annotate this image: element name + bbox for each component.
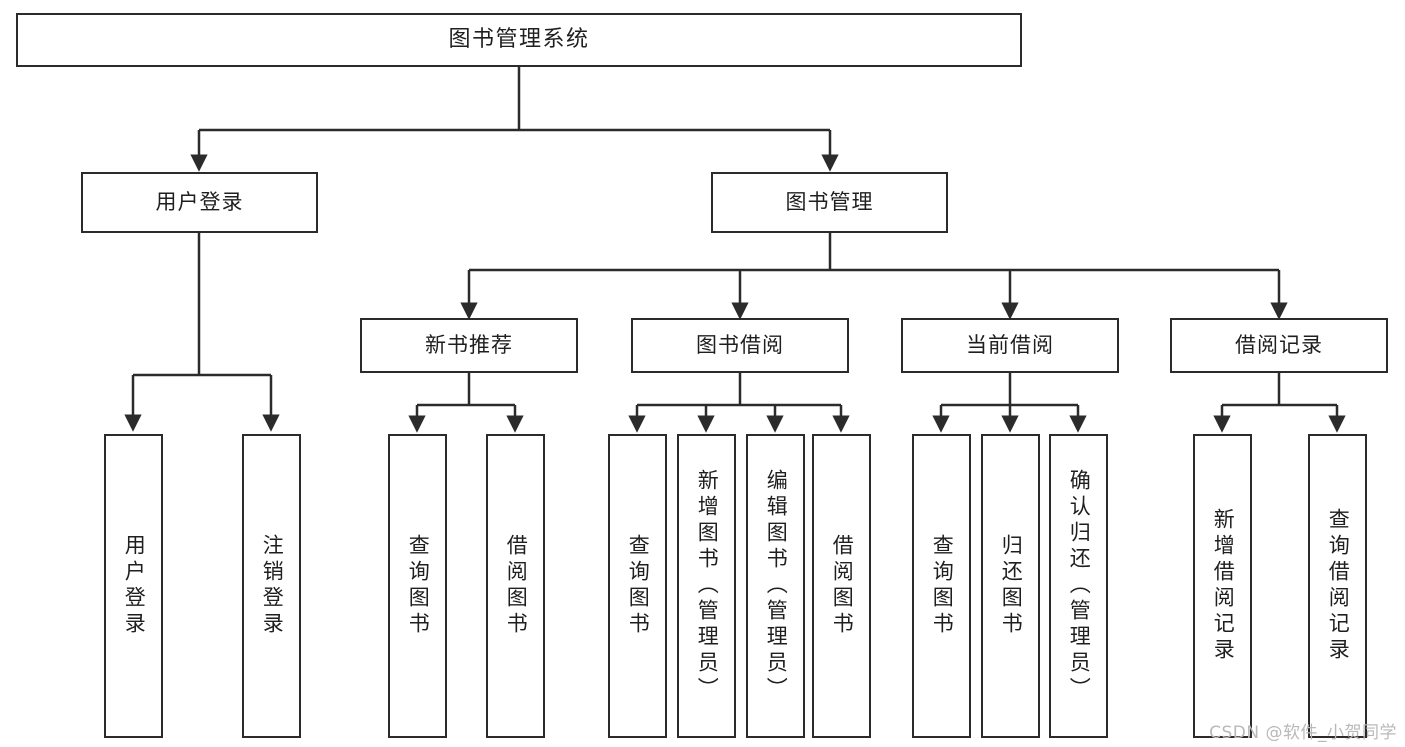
- node-label: 查询图书: [406, 534, 431, 638]
- node-leaf-query-record[interactable]: 查询借阅记录: [1308, 434, 1367, 738]
- node-borrow-record[interactable]: 借阅记录: [1170, 318, 1388, 373]
- node-leaf-query-book-1[interactable]: 查询图书: [388, 434, 447, 738]
- node-label: 查询借阅记录: [1326, 508, 1351, 664]
- node-root-system[interactable]: 图书管理系统: [16, 13, 1022, 67]
- node-leaf-user-login[interactable]: 用户登录: [104, 434, 163, 738]
- node-label: 查询图书: [930, 534, 955, 638]
- node-leaf-logout-login[interactable]: 注销登录: [242, 434, 301, 738]
- node-book-borrow[interactable]: 图书借阅: [631, 318, 849, 373]
- csdn-watermark: CSDN @软件_小贺同学: [1209, 723, 1397, 743]
- node-leaf-confirm-return[interactable]: 确认归还（管理员）: [1049, 434, 1108, 738]
- node-label: 注销登录: [260, 534, 285, 638]
- node-label: 图书借阅: [696, 332, 784, 357]
- node-label: 借阅图书: [830, 534, 855, 638]
- node-current-borrow[interactable]: 当前借阅: [901, 318, 1119, 373]
- node-label: 借阅记录: [1235, 332, 1323, 357]
- node-new-book-recommend[interactable]: 新书推荐: [360, 318, 578, 373]
- node-label: 新书推荐: [425, 332, 513, 357]
- node-leaf-query-book-3[interactable]: 查询图书: [912, 434, 971, 738]
- node-label: 确认归还（管理员）: [1067, 469, 1092, 703]
- node-label: 当前借阅: [966, 332, 1054, 357]
- node-label: 用户登录: [155, 189, 244, 214]
- node-label: 图书管理: [785, 189, 874, 214]
- node-label: 图书管理系统: [448, 26, 590, 52]
- node-user-login[interactable]: 用户登录: [81, 172, 318, 233]
- node-leaf-add-record[interactable]: 新增借阅记录: [1193, 434, 1252, 738]
- node-leaf-query-book-2[interactable]: 查询图书: [608, 434, 667, 738]
- node-book-manage[interactable]: 图书管理: [711, 172, 948, 233]
- node-label: 归还图书: [999, 534, 1024, 638]
- node-label: 查询图书: [626, 534, 651, 638]
- node-label: 用户登录: [122, 534, 147, 638]
- node-leaf-add-book[interactable]: 新增图书（管理员）: [677, 434, 736, 738]
- node-label: 编辑图书（管理员）: [764, 469, 789, 703]
- node-leaf-borrow-book-2[interactable]: 借阅图书: [812, 434, 871, 738]
- node-leaf-edit-book[interactable]: 编辑图书（管理员）: [746, 434, 805, 738]
- node-label: 新增借阅记录: [1211, 508, 1236, 664]
- node-leaf-borrow-book-1[interactable]: 借阅图书: [486, 434, 545, 738]
- node-label: 借阅图书: [504, 534, 529, 638]
- node-leaf-return-book[interactable]: 归还图书: [981, 434, 1040, 738]
- node-label: 新增图书（管理员）: [695, 469, 720, 703]
